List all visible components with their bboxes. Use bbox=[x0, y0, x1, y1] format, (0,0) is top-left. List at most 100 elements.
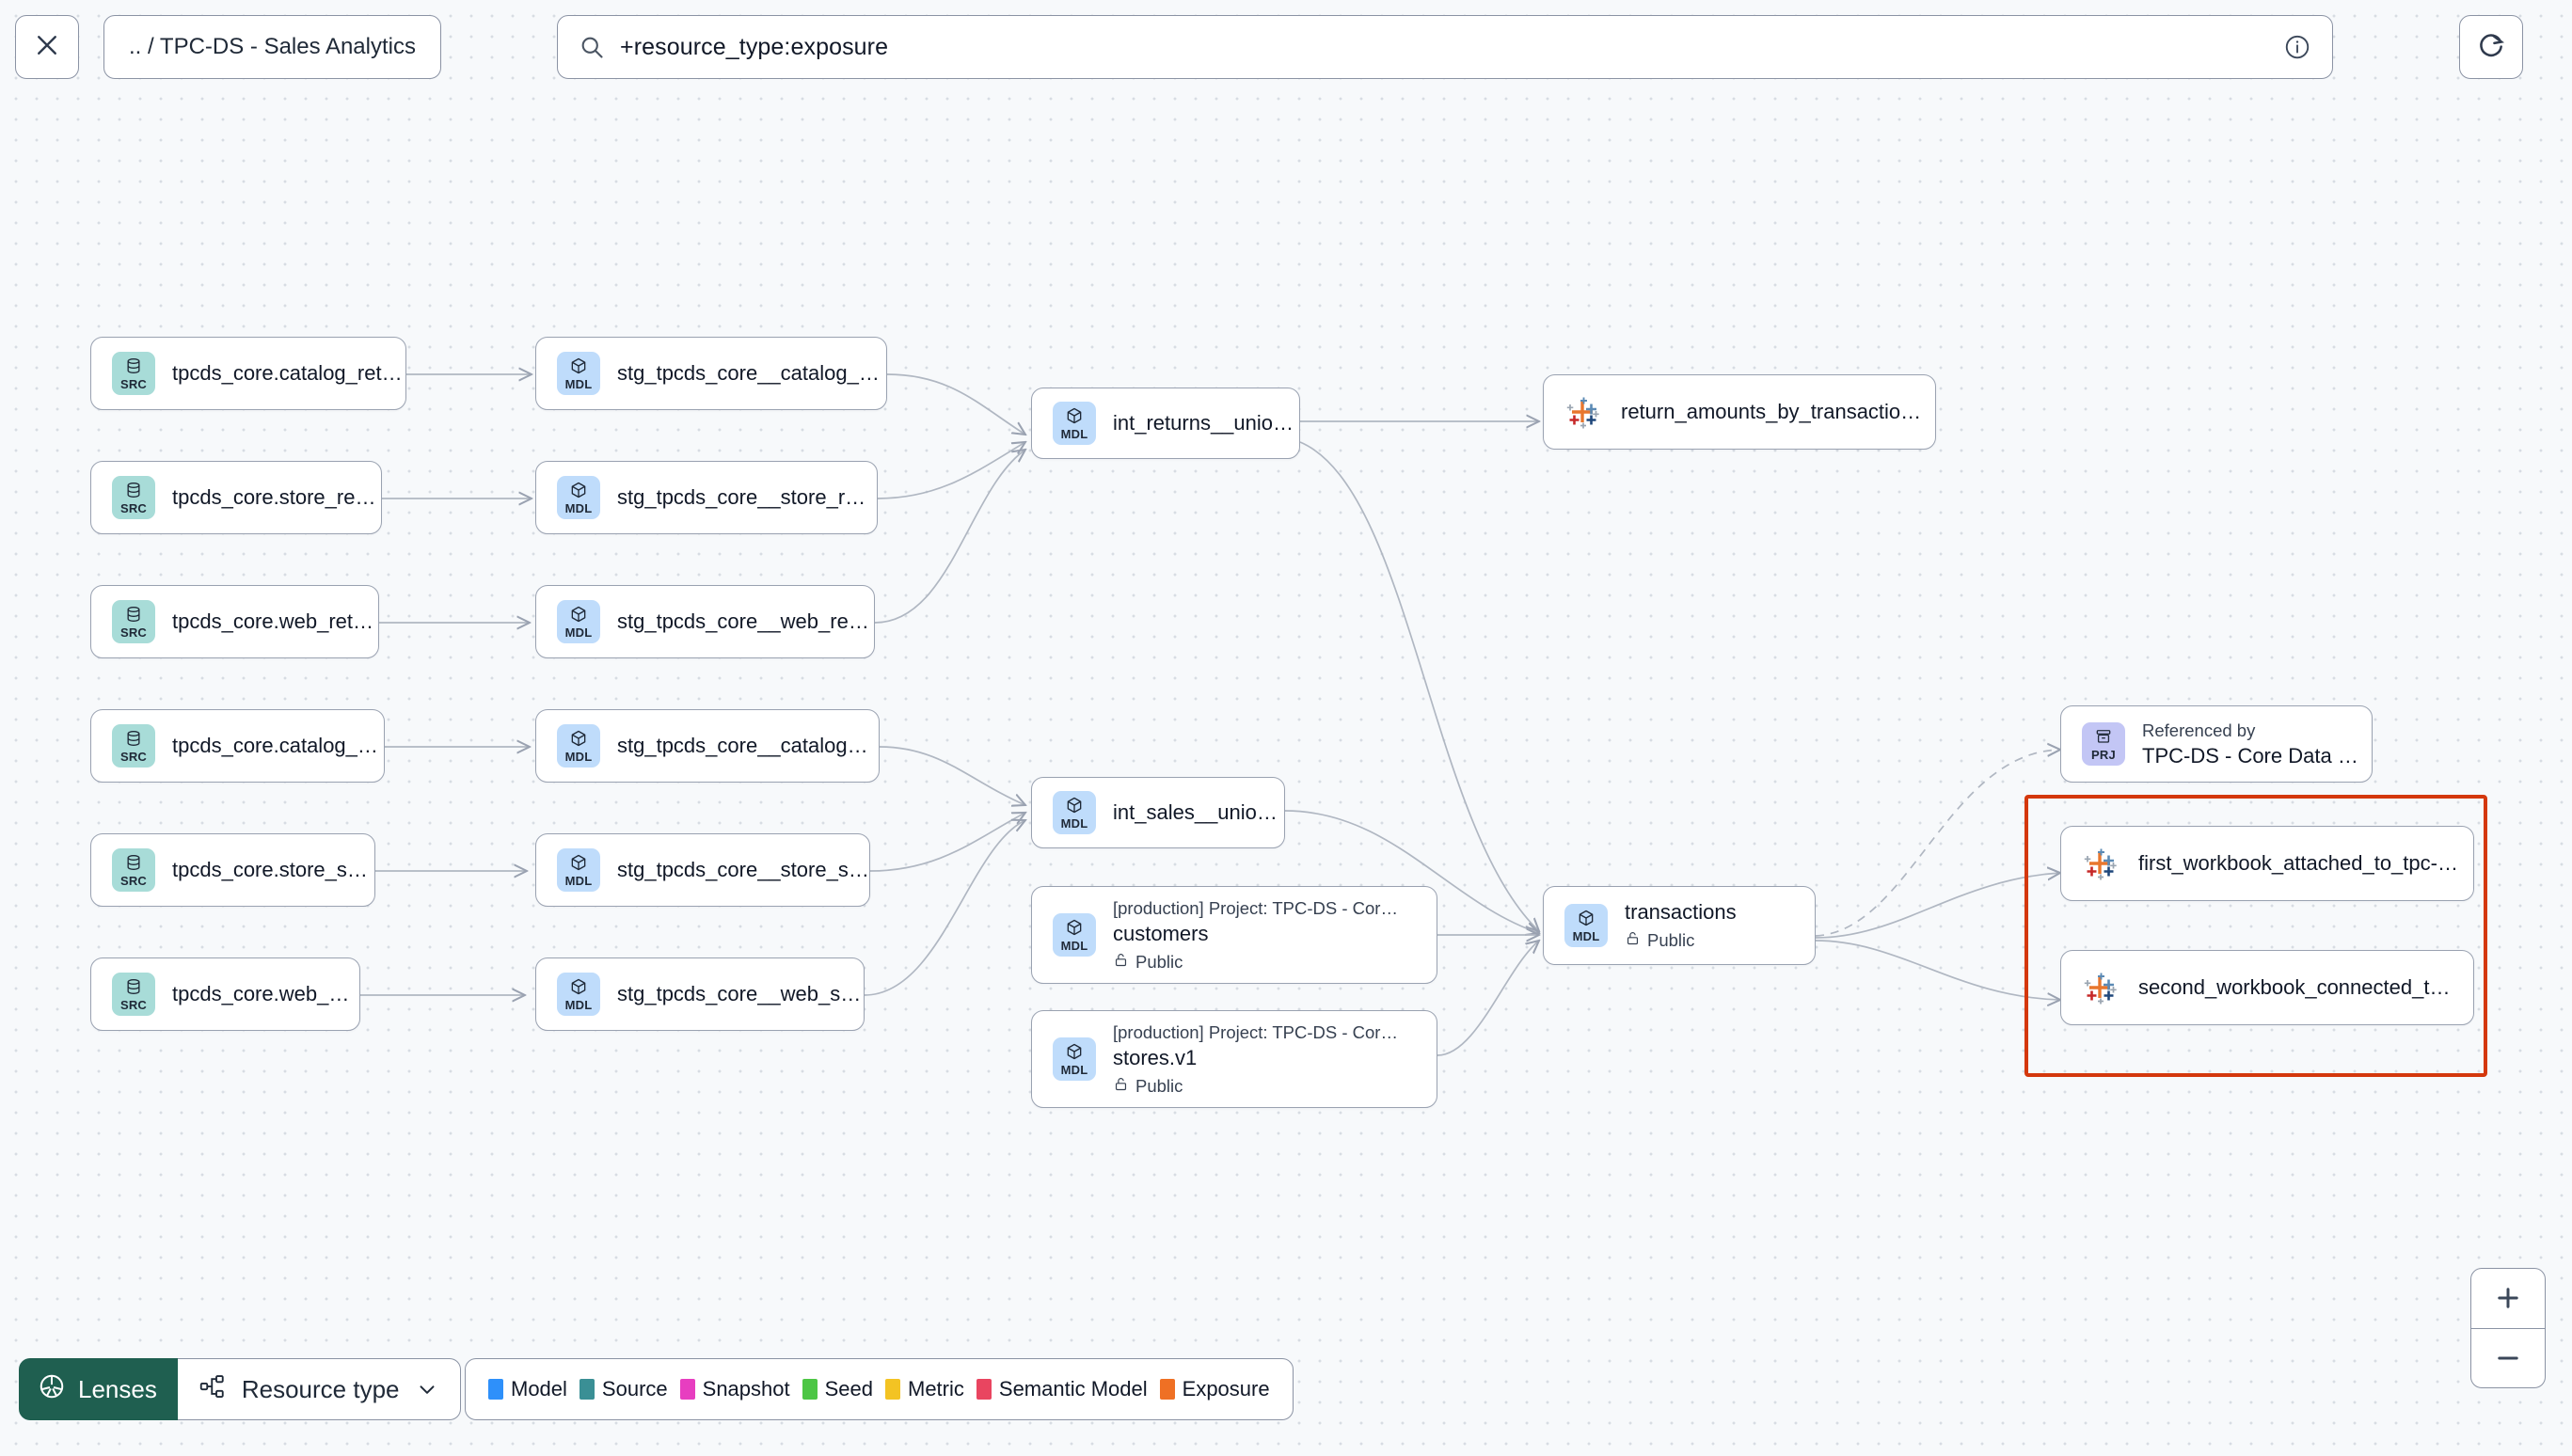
model-badge: MDL bbox=[1053, 1037, 1096, 1081]
badge-label: MDL bbox=[564, 501, 593, 515]
legend-item: Seed bbox=[802, 1377, 873, 1401]
close-button[interactable] bbox=[15, 15, 79, 79]
cube-icon bbox=[569, 481, 588, 499]
legend-swatch bbox=[1159, 1379, 1175, 1400]
node-label: first_workbook_attached_to_tpc-ds_-_… bbox=[2138, 851, 2458, 875]
cube-icon bbox=[569, 729, 588, 748]
node-label: second_workbook_connected_to_live… bbox=[2138, 975, 2458, 999]
breadcrumb[interactable]: .. / TPC-DS - Sales Analytics bbox=[103, 15, 441, 79]
cube-icon bbox=[1065, 1042, 1084, 1061]
node-source[interactable]: SRC tpcds_core.web_returns bbox=[90, 585, 379, 658]
chevron-down-icon[interactable] bbox=[415, 1377, 439, 1401]
legend-swatch bbox=[679, 1379, 695, 1400]
search-bar[interactable]: +resource_type:exposure bbox=[557, 15, 2333, 79]
source-badge: SRC bbox=[112, 352, 155, 395]
node-project-referenced-by[interactable]: PRJ Referenced by TPC-DS - Core Data Mod… bbox=[2060, 705, 2373, 783]
cube-icon bbox=[569, 605, 588, 624]
node-model[interactable]: MDL stg_tpcds_core__catalog_returns bbox=[535, 337, 887, 410]
node-caption: Referenced by bbox=[2142, 720, 2256, 740]
node-label: stg_tpcds_core__store_sales bbox=[617, 858, 869, 881]
badge-label: MDL bbox=[1060, 816, 1088, 831]
badge-label: MDL bbox=[564, 377, 593, 391]
node-model[interactable]: MDL int_sales__unioned bbox=[1031, 777, 1285, 848]
legend-swatch bbox=[802, 1379, 818, 1400]
node-source[interactable]: SRC tpcds_core.store_returns bbox=[90, 461, 382, 534]
node-model[interactable]: MDL stg_tpcds_core__web_returns bbox=[535, 585, 875, 658]
node-label: int_sales__unioned bbox=[1113, 800, 1284, 824]
node-exposure[interactable]: return_amounts_by_transaction_type bbox=[1543, 374, 1936, 450]
database-icon bbox=[124, 729, 143, 748]
search-input[interactable]: +resource_type:exposure bbox=[620, 33, 889, 60]
legend-label: Exposure bbox=[1182, 1377, 1270, 1401]
legend-label: Metric bbox=[908, 1377, 964, 1401]
badge-label: MDL bbox=[564, 874, 593, 888]
cube-icon bbox=[1577, 909, 1596, 927]
legend-item: Model bbox=[488, 1377, 567, 1401]
node-label: stg_tpcds_core__store_returns bbox=[617, 485, 877, 509]
node-model-project[interactable]: MDL [production] Project: TPC-DS - Core … bbox=[1031, 886, 1437, 984]
info-icon[interactable] bbox=[2283, 33, 2311, 61]
lenses-button[interactable]: Lenses bbox=[19, 1358, 178, 1420]
cube-icon bbox=[1065, 406, 1084, 425]
node-access: Public bbox=[1625, 930, 1737, 951]
resource-type-dropdown[interactable]: Resource type bbox=[177, 1358, 461, 1420]
node-label: stores.v1 bbox=[1113, 1045, 1198, 1069]
cube-icon bbox=[1065, 796, 1084, 815]
node-model[interactable]: MDL stg_tpcds_core__store_returns bbox=[535, 461, 878, 534]
database-icon bbox=[124, 853, 143, 872]
zoom-out-button[interactable] bbox=[2471, 1329, 2545, 1388]
source-badge: SRC bbox=[112, 476, 155, 519]
node-exposure[interactable]: first_workbook_attached_to_tpc-ds_-_… bbox=[2060, 826, 2474, 901]
cube-icon bbox=[569, 853, 588, 872]
zoom-in-button[interactable] bbox=[2471, 1269, 2545, 1329]
resource-type-label: Resource type bbox=[241, 1374, 400, 1403]
database-icon bbox=[124, 481, 143, 499]
node-model[interactable]: MDL stg_tpcds_core__catalog_sales bbox=[535, 709, 880, 783]
node-model-project[interactable]: MDL [production] Project: TPC-DS - Core … bbox=[1031, 1010, 1437, 1108]
legend: Model Source Snapshot Seed Metric Semant… bbox=[465, 1358, 1294, 1420]
unlock-icon bbox=[1113, 1076, 1129, 1097]
badge-label: MDL bbox=[1060, 427, 1088, 441]
model-badge: MDL bbox=[557, 724, 600, 768]
search-icon bbox=[579, 34, 605, 60]
node-label: tpcds_core.store_returns bbox=[172, 485, 381, 509]
legend-label: Snapshot bbox=[702, 1377, 790, 1401]
node-model[interactable]: MDL stg_tpcds_core__web_sales bbox=[535, 957, 865, 1031]
plus-icon bbox=[2498, 1288, 2518, 1308]
legend-item: Exposure bbox=[1159, 1377, 1270, 1401]
source-badge: SRC bbox=[112, 600, 155, 643]
legend-item: Metric bbox=[885, 1377, 964, 1401]
lenses-toolbar: Lenses Resource type bbox=[19, 1358, 461, 1420]
node-model[interactable]: MDL stg_tpcds_core__store_sales bbox=[535, 833, 870, 907]
legend-swatch bbox=[488, 1379, 503, 1400]
top-toolbar: .. / TPC-DS - Sales Analytics +resource_… bbox=[0, 0, 2572, 109]
node-label: int_returns__unioned bbox=[1113, 411, 1299, 435]
legend-label: Source bbox=[601, 1377, 668, 1401]
badge-label: MDL bbox=[564, 998, 593, 1012]
model-badge: MDL bbox=[557, 848, 600, 892]
badge-label: MDL bbox=[1060, 1063, 1088, 1077]
node-source[interactable]: SRC tpcds_core.catalog_sales bbox=[90, 709, 385, 783]
node-access-label: Public bbox=[1647, 930, 1695, 950]
tableau-icon bbox=[2082, 845, 2120, 882]
node-label: transactions bbox=[1625, 900, 1737, 924]
refresh-button[interactable] bbox=[2459, 15, 2523, 79]
node-source[interactable]: SRC tpcds_core.web_sales bbox=[90, 957, 360, 1031]
node-label: stg_tpcds_core__catalog_sales bbox=[617, 734, 879, 757]
node-label: customers bbox=[1113, 921, 1209, 945]
node-source[interactable]: SRC tpcds_core.store_sales bbox=[90, 833, 375, 907]
badge-label: SRC bbox=[119, 501, 148, 515]
legend-item: Semantic Model bbox=[976, 1377, 1148, 1401]
model-badge: MDL bbox=[1053, 402, 1096, 445]
breadcrumb-label: .. / TPC-DS - Sales Analytics bbox=[129, 34, 416, 59]
node-model-transactions[interactable]: MDL transactions Public bbox=[1543, 886, 1816, 965]
archive-icon bbox=[2094, 727, 2113, 746]
node-label: stg_tpcds_core__web_returns bbox=[617, 609, 874, 633]
node-exposure[interactable]: second_workbook_connected_to_live… bbox=[2060, 950, 2474, 1025]
node-source[interactable]: SRC tpcds_core.catalog_returns bbox=[90, 337, 406, 410]
node-label: tpcds_core.web_sales bbox=[172, 982, 359, 1005]
node-model[interactable]: MDL int_returns__unioned bbox=[1031, 388, 1300, 459]
model-badge: MDL bbox=[1564, 904, 1608, 947]
